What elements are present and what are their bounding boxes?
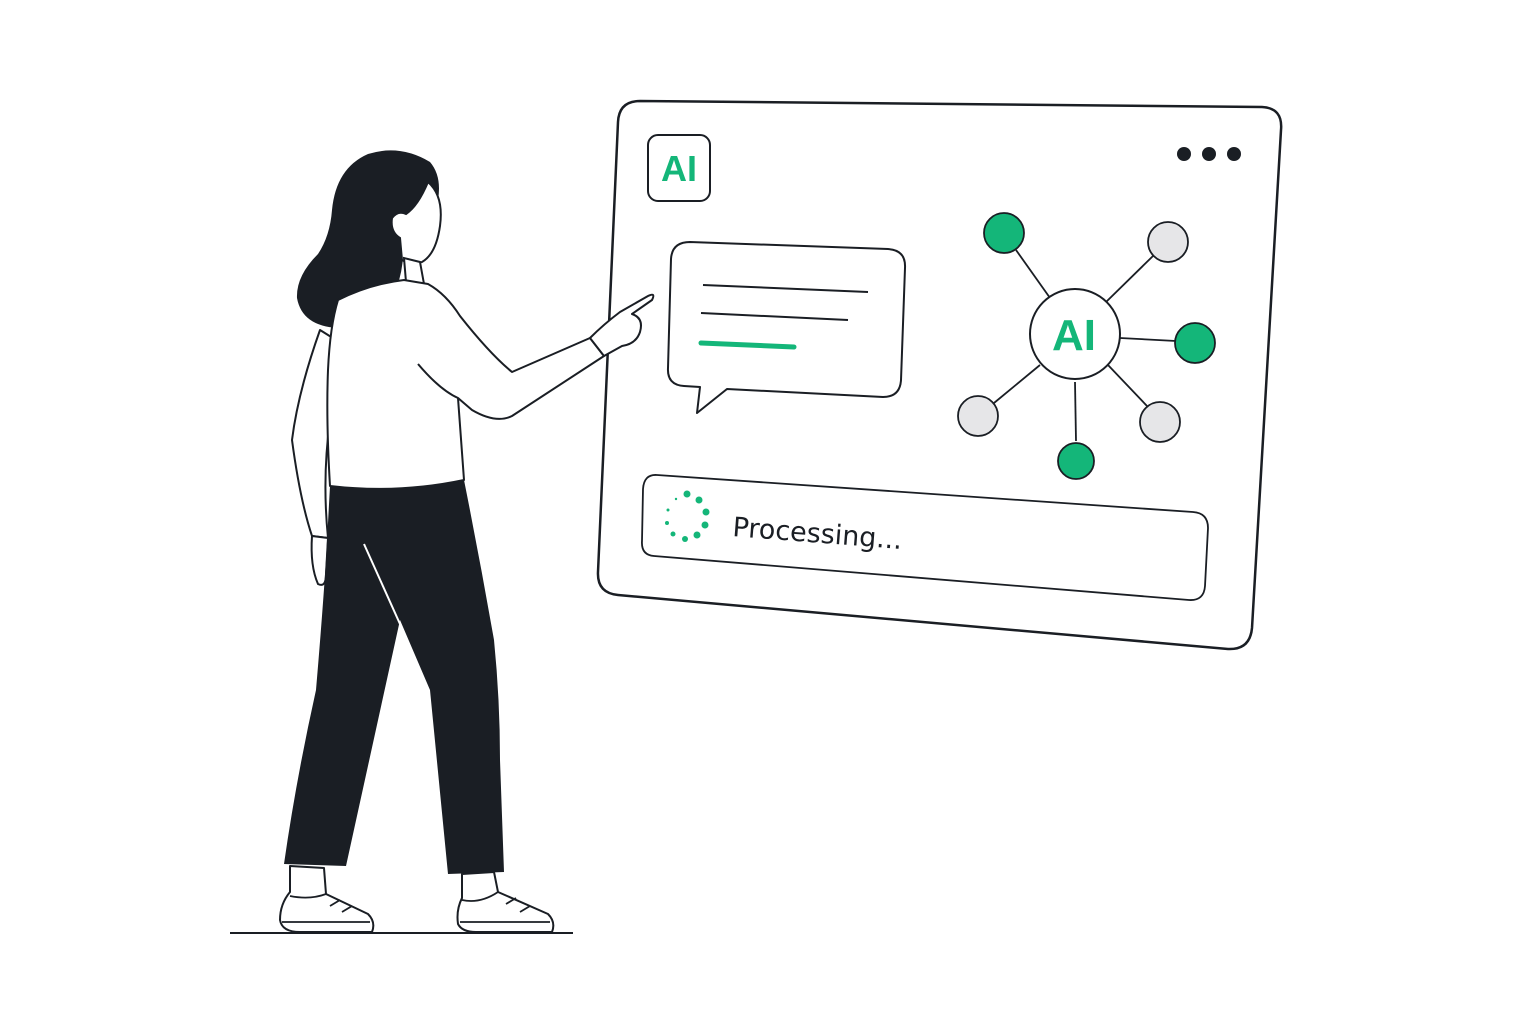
network-hub-label: AI: [1052, 311, 1096, 360]
network-link: [993, 364, 1041, 404]
network-hub: [1029, 288, 1121, 380]
person-shoe-back: [279, 865, 375, 933]
ai-badge-frame: [647, 134, 711, 202]
chat-bubble-outline: [666, 241, 907, 414]
network-link: [1119, 337, 1177, 342]
person-pants: [284, 480, 504, 874]
person-arm-crease: [417, 363, 459, 399]
chat-line-accent: [698, 340, 797, 350]
person-pointing-icon: [279, 150, 655, 933]
person-hair: [296, 150, 439, 328]
network-node-left: [957, 395, 999, 437]
person-face: [390, 180, 442, 265]
more-dots-icon[interactable]: [1177, 147, 1241, 161]
ai-network: AI: [957, 212, 1216, 480]
app-window: AI A: [596, 99, 1283, 651]
network-link: [1074, 381, 1077, 442]
network-node-top-left: [983, 212, 1025, 254]
ai-badge[interactable]: AI: [647, 134, 711, 202]
ai-badge-label: AI: [661, 148, 697, 189]
network-node-top-right: [1147, 221, 1189, 263]
more-dot-3: [1227, 147, 1241, 161]
person-shoe-front: [456, 871, 555, 933]
more-dot-2: [1202, 147, 1216, 161]
network-link: [1015, 249, 1056, 306]
network-node-bottom-right: [1139, 401, 1181, 443]
more-dot-1: [1177, 147, 1191, 161]
network-link: [1104, 255, 1154, 304]
network-node-bottom: [1057, 442, 1095, 480]
processing-bar-frame: [641, 474, 1209, 601]
chat-line-2: [700, 312, 849, 321]
person-shoe-front-detail: [460, 891, 550, 923]
loading-spinner-icon: [665, 490, 710, 542]
person-pants-seam: [363, 543, 401, 625]
chat-bubble-icon: [666, 241, 907, 414]
chat-line-1: [702, 284, 869, 293]
network-node-right: [1174, 322, 1216, 364]
person-pointing-hand: [589, 293, 655, 357]
person-shoe-back-detail: [282, 893, 370, 923]
processing-bar: Processing...: [641, 474, 1209, 601]
person-sweater: [326, 279, 605, 490]
network-link: [1107, 364, 1148, 407]
